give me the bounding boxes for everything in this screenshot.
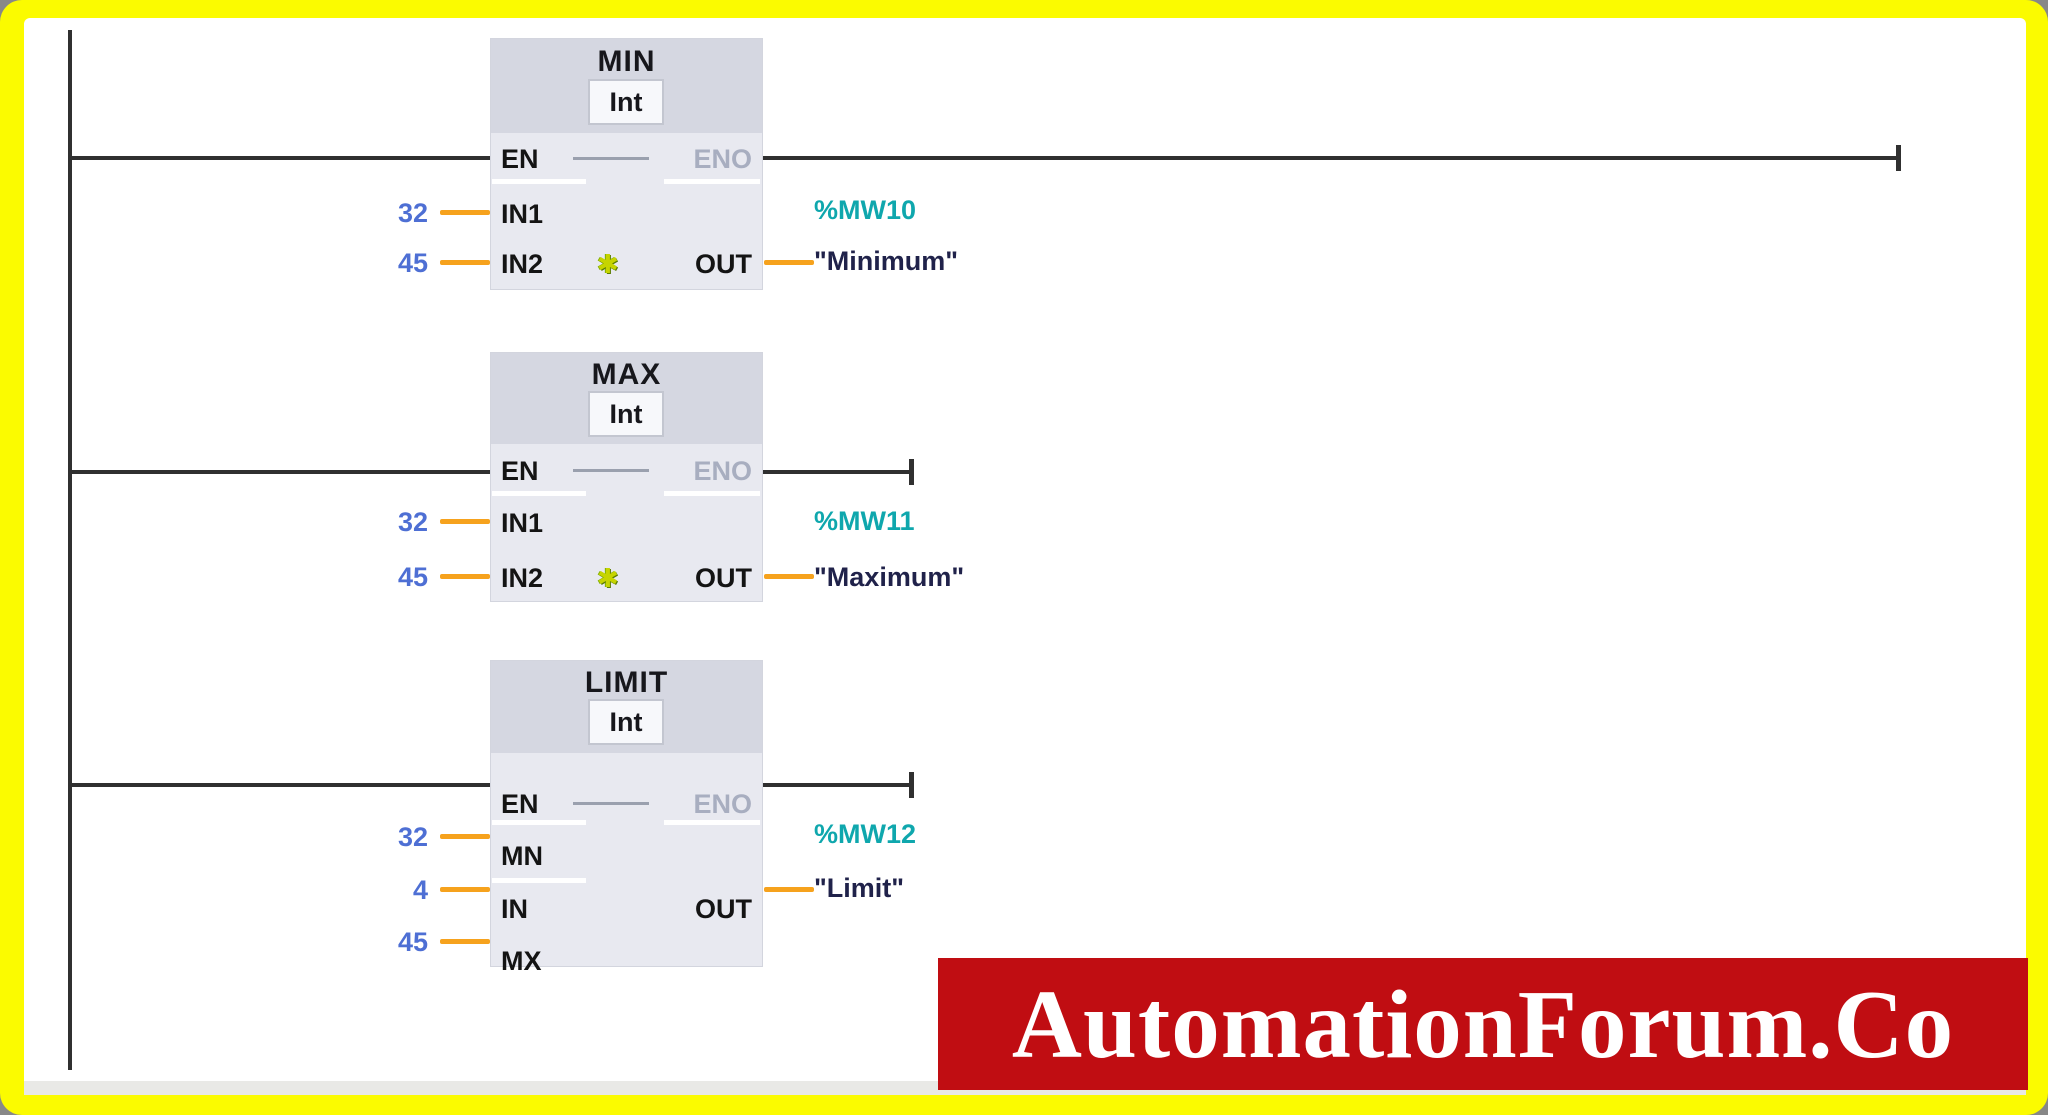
limit-out-wire [764,887,814,892]
power-rail [68,30,72,1070]
min-pin-out: OUT [695,249,752,279]
limit-separator-left [492,820,586,825]
limit-out-address[interactable]: %MW12 [814,819,917,849]
limit-separator-right [664,820,760,825]
limit-mx-wire [440,939,490,944]
limit-pin-out: OUT [695,894,752,924]
limit-pin-en: EN [501,789,539,819]
max-pin-in2: IN2 [501,563,544,593]
max-in1-value[interactable]: 32 [397,507,428,537]
limit-mn-value[interactable]: 32 [397,822,428,852]
fbd-block-min-type-dropdown[interactable]: Int [588,79,664,125]
min-out-wire [764,260,814,265]
limit-pin-mn: MN [501,841,543,871]
max-in1-wire [440,519,490,524]
rung3-wire-right [763,783,911,787]
min-in2-wire [440,260,490,265]
limit-mx-value[interactable]: 45 [397,927,428,957]
watermark-banner: AutomationForum.Co [938,958,2028,1090]
limit-in-wire [440,887,490,892]
limit-pin-mx: MX [501,946,542,976]
limit-separator-mn [492,878,586,883]
rung2-end-terminal [909,459,914,485]
min-pin-eno: ENO [693,144,752,174]
fbd-block-limit[interactable]: LIMIT Int EN ENO MN IN MX OUT [490,660,763,975]
max-pin-eno: ENO [693,456,752,486]
rung3-wire-left [70,783,490,787]
min-in1-value[interactable]: 32 [397,198,428,228]
max-out-wire [764,574,814,579]
max-out-address[interactable]: %MW11 [814,506,915,536]
max-pin-en: EN [501,456,539,486]
fbd-block-min-title: MIN [597,45,656,78]
fbd-block-min[interactable]: MIN Int EN ENO IN1 IN2 ✱ OUT [490,38,763,290]
limit-en-eno-link [573,802,649,805]
fbd-block-limit-type-dropdown[interactable]: Int [588,699,664,745]
rung1-wire-right [763,156,1898,160]
rung2-wire-right [763,470,911,474]
min-in2-value[interactable]: 45 [397,248,428,278]
rung1-end-terminal [1896,145,1901,171]
max-in2-wire [440,574,490,579]
min-separator-right [664,179,760,184]
rung3-end-terminal [909,772,914,798]
max-out-operand[interactable]: "Maximum" [814,562,965,592]
min-separator-left [492,179,586,184]
limit-in-value[interactable]: 4 [412,875,428,905]
max-pin-out: OUT [695,563,752,593]
rung1-wire-left [70,156,490,160]
fbd-block-max-title: MAX [591,358,662,391]
max-en-eno-link [573,469,649,472]
fbd-block-limit-title: LIMIT [584,666,669,699]
limit-pin-eno: ENO [693,789,752,819]
max-pin-in1: IN1 [501,508,544,538]
max-separator-right [664,491,760,496]
limit-out-operand[interactable]: "Limit" [814,873,905,903]
fbd-block-max-type-dropdown[interactable]: Int [588,391,664,437]
min-pin-in1: IN1 [501,199,544,229]
min-pin-in2: IN2 [501,249,544,279]
min-in1-wire [440,210,490,215]
limit-mn-wire [440,834,490,839]
limit-pin-in: IN [501,894,528,924]
ladder-editor-canvas[interactable]: MIN Int EN ENO IN1 IN2 ✱ OUT 32 45 %MW10… [24,18,2026,1095]
min-out-operand[interactable]: "Minimum" [814,246,959,276]
min-out-address[interactable]: %MW10 [814,195,917,225]
watermark-text: AutomationForum.Co [1011,970,1955,1078]
min-add-input-star-icon[interactable]: ✱ [597,249,619,279]
rung2-wire-left [70,470,490,474]
max-separator-left [492,491,586,496]
max-add-input-star-icon[interactable]: ✱ [597,563,619,593]
min-pin-en: EN [501,144,539,174]
fbd-block-max[interactable]: MAX Int EN ENO IN1 IN2 ✱ OUT [490,352,763,602]
max-in2-value[interactable]: 45 [397,562,428,592]
min-en-eno-link [573,157,649,160]
